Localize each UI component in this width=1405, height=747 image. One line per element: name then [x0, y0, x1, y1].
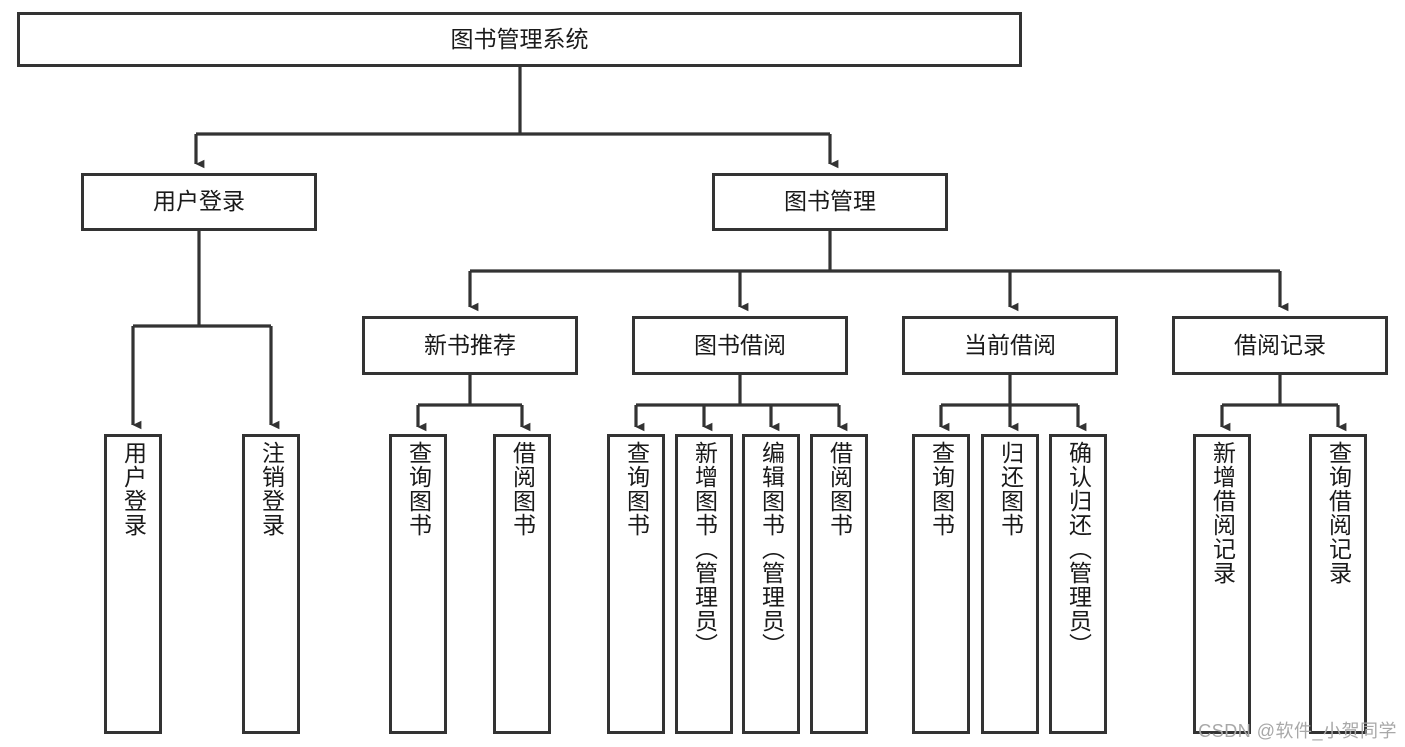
- node-new-book-recommend[interactable]: 新书推荐: [362, 316, 578, 375]
- node-label-leaf-borrow-records-add: 新增借阅记录: [1209, 441, 1236, 585]
- node-label-leaf-book-borrow-edit: 编辑图书（管理员）: [758, 441, 785, 657]
- node-leaf-book-borrow-borrow[interactable]: 借阅图书: [810, 434, 868, 734]
- node-leaf-current-borrow-query[interactable]: 查询图书: [912, 434, 970, 734]
- node-label-leaf-current-borrow-confirm: 确认归还（管理员）: [1065, 441, 1092, 657]
- node-leaf-book-borrow-edit[interactable]: 编辑图书（管理员）: [742, 434, 800, 734]
- node-label-current-borrow: 当前借阅: [964, 331, 1056, 358]
- node-leaf-book-borrow-add[interactable]: 新增图书（管理员）: [675, 434, 733, 734]
- node-label-leaf-user-login-logout: 注销登录: [258, 441, 285, 537]
- node-label-borrow-records: 借阅记录: [1234, 331, 1326, 358]
- node-leaf-user-login-logout[interactable]: 注销登录: [242, 434, 300, 734]
- node-leaf-new-book-borrow[interactable]: 借阅图书: [493, 434, 551, 734]
- node-label-new-book-recommend: 新书推荐: [424, 331, 516, 358]
- node-user-login[interactable]: 用户登录: [81, 173, 317, 231]
- node-label-leaf-book-borrow-borrow: 借阅图书: [826, 441, 853, 537]
- node-label-leaf-current-borrow-return: 归还图书: [997, 441, 1024, 537]
- node-label-leaf-current-borrow-query: 查询图书: [928, 441, 955, 537]
- node-label-book-management: 图书管理: [784, 188, 876, 215]
- node-leaf-new-book-query[interactable]: 查询图书: [389, 434, 447, 734]
- node-label-leaf-book-borrow-add: 新增图书（管理员）: [691, 441, 718, 657]
- node-label-leaf-user-login-signin: 用户登录: [120, 441, 147, 537]
- node-current-borrow[interactable]: 当前借阅: [902, 316, 1118, 375]
- node-leaf-user-login-signin[interactable]: 用户登录: [104, 434, 162, 734]
- node-borrow-records[interactable]: 借阅记录: [1172, 316, 1388, 375]
- node-leaf-current-borrow-return[interactable]: 归还图书: [981, 434, 1039, 734]
- node-book-borrow[interactable]: 图书借阅: [632, 316, 848, 375]
- node-label-book-borrow: 图书借阅: [694, 331, 786, 358]
- node-leaf-book-borrow-query[interactable]: 查询图书: [607, 434, 665, 734]
- node-label-leaf-new-book-query: 查询图书: [405, 441, 432, 537]
- node-label-leaf-book-borrow-query: 查询图书: [623, 441, 650, 537]
- node-book-management[interactable]: 图书管理: [712, 173, 948, 231]
- node-label-root: 图书管理系统: [450, 25, 589, 52]
- node-label-user-login: 用户登录: [153, 188, 245, 215]
- node-leaf-current-borrow-confirm[interactable]: 确认归还（管理员）: [1049, 434, 1107, 734]
- node-leaf-borrow-records-query[interactable]: 查询借阅记录: [1309, 434, 1367, 734]
- node-label-leaf-new-book-borrow: 借阅图书: [509, 441, 536, 537]
- node-root-book-management-system[interactable]: 图书管理系统: [17, 12, 1022, 67]
- node-label-leaf-borrow-records-query: 查询借阅记录: [1325, 441, 1352, 585]
- node-leaf-borrow-records-add[interactable]: 新增借阅记录: [1193, 434, 1251, 734]
